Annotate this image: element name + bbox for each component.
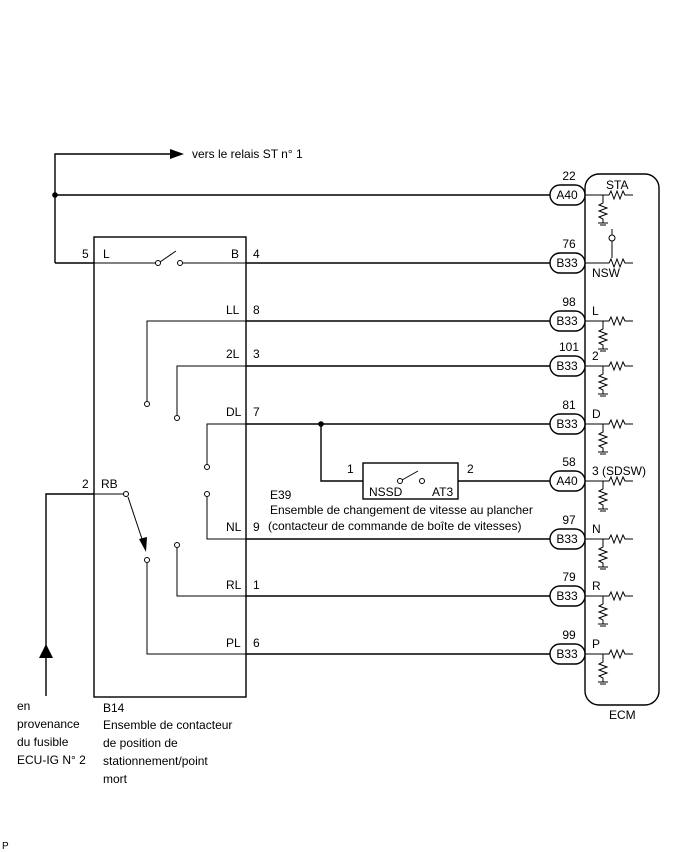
connector-pin: 58 <box>562 455 576 469</box>
ecm-signal-label: NSW <box>592 266 621 280</box>
b14-label-B: B <box>231 247 239 261</box>
e39-code: E39 <box>270 488 292 502</box>
ecm-signal-label: 3 (SDSW) <box>592 464 646 478</box>
b14-switch-assembly: 5 L B 4 LL 8 2L 3 DL 7 2 RB NL 9 RL 1 PL… <box>82 236 260 786</box>
e39-shift-switch: 1 2 NSSD AT3 E39 Ensemble de changement … <box>268 462 533 533</box>
connector-code: B33 <box>556 532 578 546</box>
b14-pin-8: 8 <box>253 303 260 317</box>
e39-label-nssd: NSSD <box>369 485 403 499</box>
connector-code: B33 <box>556 359 578 373</box>
b14-pin-3: 3 <box>253 347 260 361</box>
ecm-connector-row: B33 101 2 <box>549 340 633 397</box>
b14-label-L: L <box>103 247 110 261</box>
footer-code: P <box>2 841 9 852</box>
ecm-connector-row: B33 81D <box>549 398 633 455</box>
connector-pin: 97 <box>562 513 576 527</box>
b14-label-RL: RL <box>226 578 242 592</box>
b14-pin-4: 4 <box>253 247 260 261</box>
ecm-signal-label: R <box>592 579 601 593</box>
connector-pin: 98 <box>562 295 576 309</box>
ecm-signal-label: P <box>592 637 600 651</box>
b14-label-RB: RB <box>101 477 118 491</box>
source-line-1: en <box>17 699 30 713</box>
st-relay-label: vers le relais ST n° 1 <box>192 147 303 161</box>
b14-pin-7: 7 <box>253 405 260 419</box>
connector-code: B33 <box>556 417 578 431</box>
ecm-signal-label: L <box>592 304 599 318</box>
connector-pin: 81 <box>562 398 576 412</box>
st-relay-arrow: vers le relais ST n° 1 <box>52 147 303 263</box>
ecm-signal-label: STA <box>606 178 628 192</box>
source-line-2: provenance <box>17 717 80 731</box>
connector-code: B33 <box>556 647 578 661</box>
ecm-signal-label: D <box>592 407 601 421</box>
b14-name-line-3: stationnement/point <box>103 754 208 768</box>
e39-name-line-1: Ensemble de changement de vitesse au pla… <box>270 503 533 517</box>
b14-pin-6: 6 <box>253 636 260 650</box>
ecm-connector-row: B33 79R <box>549 570 633 627</box>
b14-position-contacts <box>94 320 246 655</box>
e39-name-line-2: (contacteur de commande de boîte de vite… <box>268 519 521 533</box>
connector-pin: 76 <box>562 237 576 251</box>
b14-label-2L: 2L <box>226 347 240 361</box>
b14-pin-2: 2 <box>82 477 89 491</box>
b14-name-line-2: de position de <box>103 736 178 750</box>
fuse-source: en provenance du fusible ECU-IG N° 2 <box>17 493 94 767</box>
b14-pin-9: 9 <box>253 520 260 534</box>
source-line-4: ECU-IG N° 2 <box>17 753 86 767</box>
connector-pin: 101 <box>559 340 579 354</box>
e39-pin-1: 1 <box>347 462 354 476</box>
ecm-connector-row: B33 97N <box>549 513 633 570</box>
source-line-3: du fusible <box>17 735 69 749</box>
b14-label-DL: DL <box>226 405 242 419</box>
b14-name-line-1: Ensemble de contacteur <box>103 718 232 732</box>
connector-code: B33 <box>556 256 578 270</box>
connector-pin: 99 <box>562 628 576 642</box>
b14-pin-1: 1 <box>253 578 260 592</box>
b14-label-PL: PL <box>226 636 241 650</box>
ecm-nsw-contact <box>608 229 616 258</box>
ecm-signal-label: 2 <box>592 349 599 363</box>
connector-pin: 79 <box>562 570 576 584</box>
ecm-signal-label: N <box>592 522 601 536</box>
b14-code: B14 <box>103 701 125 715</box>
ecm-label: ECM <box>609 708 636 722</box>
b14-pin-5: 5 <box>82 247 89 261</box>
b14-start-switch <box>94 250 246 266</box>
e39-label-at3: AT3 <box>432 485 453 499</box>
ecm-connector-row: A40 58 3 (SDSW) <box>549 455 646 512</box>
connector-code: A40 <box>556 474 578 488</box>
harness-wires <box>55 194 550 655</box>
connector-code: A40 <box>556 188 578 202</box>
ecm-connector-row: B33 99P <box>549 628 633 685</box>
connector-pin: 22 <box>562 169 576 183</box>
b14-name-line-4: mort <box>103 772 128 786</box>
ecm-connector-row: B33 98L <box>549 295 633 352</box>
ecm-unit: ECM A4022STAB3376NSWB3398LB331012B3381DA… <box>549 169 660 722</box>
b14-label-NL: NL <box>226 520 242 534</box>
connector-code: B33 <box>556 314 578 328</box>
e39-pin-2: 2 <box>467 462 474 476</box>
connector-code: B33 <box>556 589 578 603</box>
b14-label-LL: LL <box>226 303 240 317</box>
